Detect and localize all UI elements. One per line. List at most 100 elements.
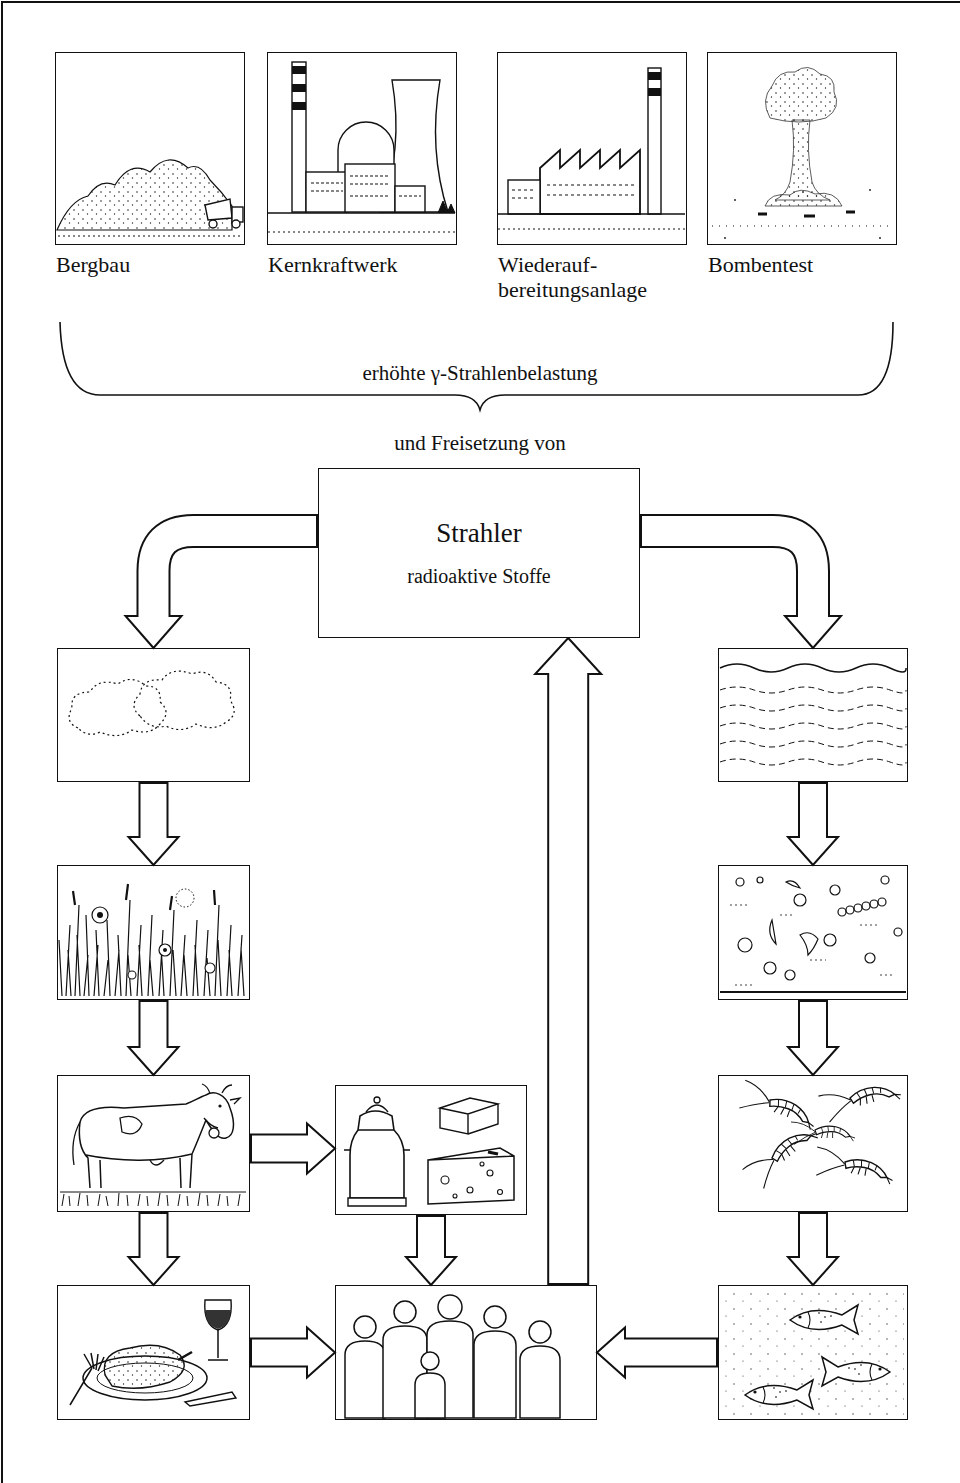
fish-picture-part [745, 1380, 813, 1409]
cow-picture-part [218, 1104, 221, 1107]
meal-picture-part [205, 1300, 231, 1330]
cow-picture-part [60, 1192, 246, 1206]
people-picture [345, 1295, 560, 1418]
water-picture [720, 664, 906, 765]
cow-picture-part [80, 1095, 206, 1122]
power-plant-picture-part [345, 164, 395, 212]
mining-picture-part [209, 220, 217, 228]
flow-arrow [788, 782, 838, 865]
arrow-head [129, 1047, 179, 1075]
power-plant-picture-part [292, 84, 306, 92]
arrow-shaft [800, 784, 826, 840]
cow-picture [60, 1084, 246, 1206]
plankton-picture [720, 876, 906, 992]
arrow-head [307, 1124, 335, 1174]
flow-arrow [129, 1212, 179, 1285]
plankton-picture-part [770, 881, 818, 955]
picture-box [718, 648, 908, 782]
dairy-picture-part [487, 1170, 493, 1176]
bomb-test-picture-part [879, 237, 881, 239]
plankton-picture-part [757, 877, 763, 883]
picture-box [57, 1285, 250, 1420]
people-picture-part [415, 1373, 445, 1418]
flow-arrow [788, 1212, 838, 1285]
picture-caption: Kernkraftwerk [268, 253, 473, 278]
bomb-test-picture [712, 67, 890, 238]
plankton-picture-part [830, 885, 840, 895]
plankton-picture-part [870, 900, 878, 908]
flow-arrow [535, 638, 601, 1285]
arrow-head [129, 1257, 179, 1285]
meadow-picture-part [128, 971, 136, 979]
fish-picture-part [790, 1305, 858, 1334]
fish-picture-part [822, 1357, 890, 1386]
flow-arrow [129, 782, 179, 865]
power-plant-picture [268, 62, 455, 232]
fish-picture [722, 1290, 904, 1416]
dairy-picture-part [498, 1190, 503, 1195]
cow-picture-part [206, 1093, 233, 1138]
shrimp-picture-part [791, 1122, 855, 1144]
bomb-test-picture-part [758, 212, 855, 216]
flow-arrow [406, 1215, 456, 1285]
flow-arrow [250, 1124, 335, 1174]
reprocessing-plant-picture-part [498, 213, 685, 214]
arrow-shaft [800, 1002, 826, 1050]
dairy-picture-part [428, 1148, 514, 1204]
arrow-shaft [800, 1214, 826, 1260]
plankton-picture-part [881, 876, 889, 884]
dairy-picture [344, 1097, 514, 1206]
people-picture-part [474, 1331, 516, 1418]
bomb-test-picture-part [734, 199, 736, 201]
picture-box [335, 1285, 597, 1420]
arrow-shaft [622, 1340, 716, 1366]
plankton-picture-part [865, 953, 875, 963]
plankton-picture-part [878, 898, 886, 906]
power-plant-picture-part [268, 231, 455, 232]
arrow-shaft [141, 784, 167, 840]
power-plant-picture-part [438, 201, 455, 213]
people-picture-part [394, 1301, 416, 1323]
flow-arrow [126, 531, 319, 648]
meal-picture-part [185, 1392, 236, 1406]
picture-box: Bergbau [55, 52, 245, 245]
plankton-picture-part [785, 970, 795, 980]
picture-box: Kernkraftwerk [267, 52, 457, 245]
reprocessing-plant-picture [498, 68, 685, 229]
mining-picture-part [232, 220, 240, 228]
arrow-head [785, 616, 841, 648]
flow-arrow [640, 531, 841, 648]
dairy-picture-part [441, 1176, 449, 1184]
mining-picture-part [57, 160, 232, 230]
plankton-picture-part [854, 904, 862, 912]
picture-box [335, 1085, 527, 1215]
dairy-picture-part [350, 1111, 404, 1198]
reprocessing-plant-picture-part [540, 150, 640, 214]
meadow-picture-part [73, 884, 215, 910]
picture-box [57, 865, 250, 1000]
flow-arrow [129, 1000, 179, 1075]
arrow-head [406, 1257, 456, 1285]
plankton-picture-part [824, 934, 836, 946]
plankton-picture-part [862, 902, 870, 910]
mining-picture-part [58, 235, 243, 236]
meadow-picture-part [92, 907, 108, 923]
power-plant-picture-part [306, 172, 348, 212]
meadow-picture [59, 884, 244, 996]
shrimp-picture-part [812, 1147, 896, 1188]
picture-caption: Wiederauf- bereitungsanlage [498, 253, 703, 302]
mining-picture [57, 160, 243, 236]
picture-box [718, 1075, 908, 1212]
plankton-picture-part [720, 991, 906, 993]
flow-arrow [597, 1328, 718, 1378]
meadow-picture-part [205, 963, 215, 973]
meal-picture-part [205, 1310, 230, 1329]
clouds-picture [69, 671, 234, 735]
bomb-test-picture-part [775, 120, 830, 200]
people-picture-part [345, 1341, 385, 1418]
bomb-test-picture-part [765, 190, 842, 206]
dairy-picture-part [348, 1198, 406, 1206]
power-plant-picture-part [292, 62, 306, 212]
arrow-shaft [252, 1136, 310, 1162]
